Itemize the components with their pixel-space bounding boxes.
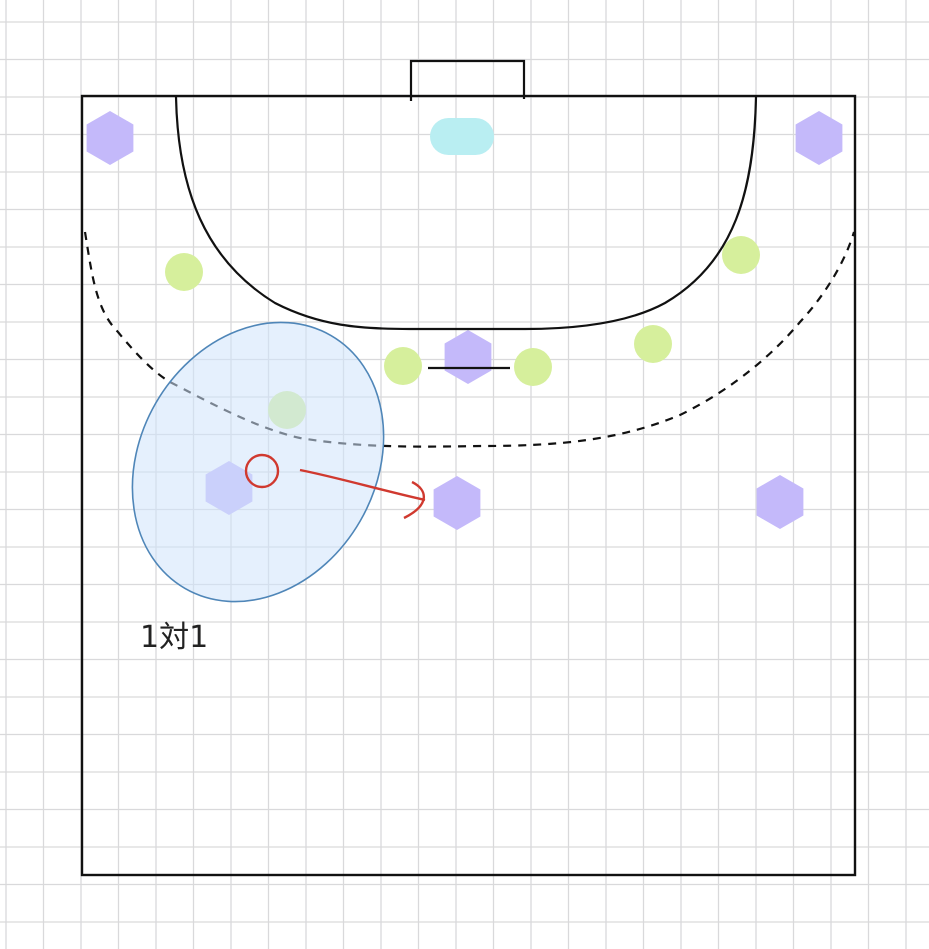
defender-6 (722, 236, 760, 274)
attacker-left-wing (86, 111, 134, 165)
court-lines (80, 59, 857, 877)
ball-marker (244, 453, 280, 489)
defender-3 (384, 347, 422, 385)
court-boundary (80, 94, 857, 877)
goal-area-line (174, 96, 758, 331)
defender-1 (165, 253, 203, 291)
goalkeeper (430, 118, 494, 155)
goal-frame (409, 59, 526, 101)
free-throw-line (83, 231, 856, 448)
one-on-one-highlight-zone (131, 321, 385, 603)
defender-5 (634, 325, 672, 363)
attacker-center-back (433, 476, 481, 530)
pass-arrow (299, 468, 426, 502)
pass-arrow-head-icon (403, 480, 425, 520)
defender-4 (514, 348, 552, 386)
one-on-one-label: 1対1 (140, 620, 208, 655)
attacker-right-back (756, 475, 804, 529)
attacker-right-wing (795, 111, 843, 165)
attacker-pivot (444, 330, 492, 384)
